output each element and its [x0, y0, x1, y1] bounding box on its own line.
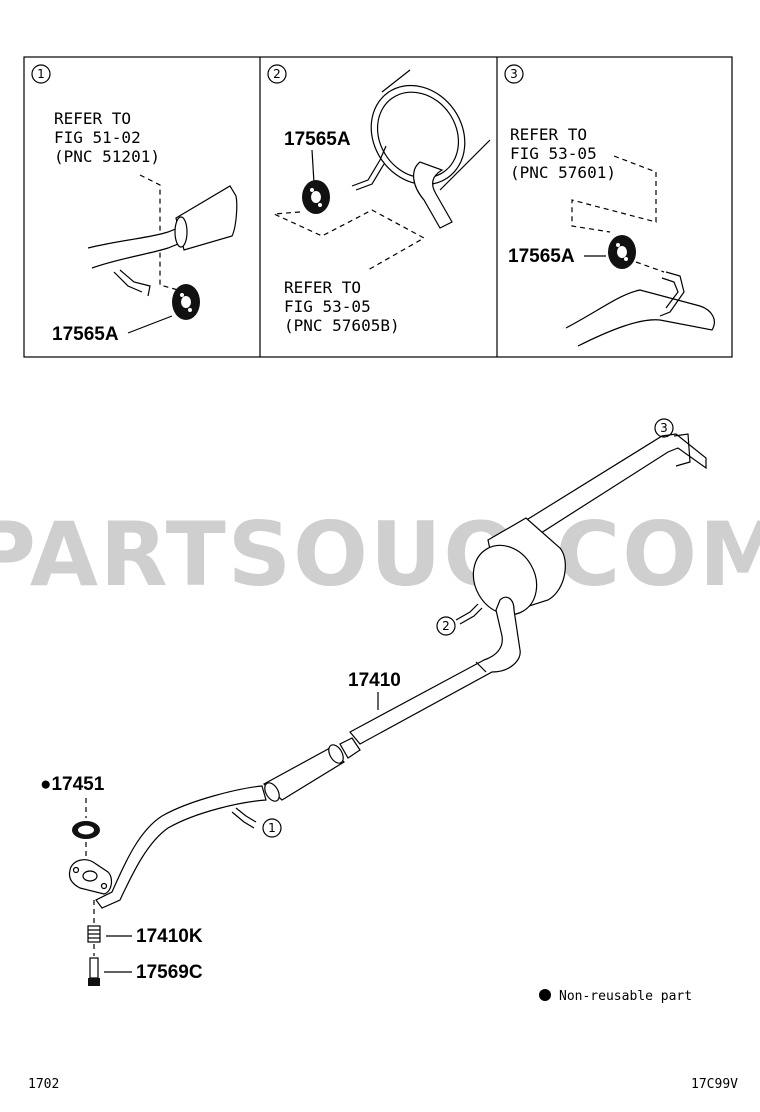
- inset-1: 1 REFER TO FIG 51-02 (PNC 51201) 17565A: [31, 64, 238, 345]
- legend: Non-reusable part: [539, 989, 692, 1004]
- inset-3-refer-line-2: FIG 53-05: [510, 144, 597, 163]
- gasket-17451: [72, 821, 100, 839]
- center-pipe-rear: [349, 596, 521, 745]
- inset-3-refer-line-1: REFER TO: [510, 125, 587, 144]
- callout-1-number: 1: [268, 821, 276, 835]
- tail-pipe: [519, 433, 707, 541]
- footer-left-code: 1702: [28, 1077, 59, 1092]
- bolt-17569C: [88, 957, 100, 986]
- inset-2-part-leader: [311, 149, 315, 184]
- legend-text: Non-reusable part: [559, 989, 692, 1004]
- part-label-17569C: 17569C: [136, 962, 203, 983]
- non-reusable-bullet-icon: [539, 989, 551, 1001]
- front-pipe: [95, 785, 267, 909]
- inset-2-refer-leader: [271, 209, 426, 271]
- inset-3-hanger-icon: [608, 235, 636, 269]
- inset-3-number: 3: [510, 67, 518, 81]
- inset-2-hanger-icon: [302, 180, 330, 214]
- watermark: PARTSOUQ.COM: [0, 503, 760, 606]
- front-flange: [68, 859, 113, 895]
- callout-2: 2: [436, 603, 483, 636]
- inset-1-pipe-drawing: [87, 185, 238, 297]
- inset-1-part-leader: [127, 315, 173, 334]
- inset-3-pipe-drawing: [565, 271, 715, 347]
- inset-2-number-badge: [267, 64, 287, 84]
- inset-2-refer-line-1: REFER TO: [284, 278, 361, 297]
- part-label-17451: ●17451: [40, 774, 105, 795]
- spring-17410K: [87, 925, 101, 943]
- callout-3-number: 3: [660, 421, 668, 435]
- callout-2-number: 2: [442, 619, 450, 633]
- inset-1-hanger-icon: [172, 284, 200, 320]
- inset-3-refer-leader: [571, 155, 657, 233]
- inset-3-part-label: 17565A: [508, 246, 575, 267]
- inset-3: 3 REFER TO FIG 53-05 (PNC 57601) 17565A: [504, 64, 715, 347]
- inset-3-hanger-leader: [635, 261, 665, 273]
- inset-2-number: 2: [273, 67, 281, 81]
- part-label-17410K: 17410K: [136, 926, 203, 947]
- inset-1-refer-line-1: REFER TO: [54, 109, 131, 128]
- inset-2-muffler-drawing: [351, 69, 491, 229]
- inset-2: 2 17565A REFER TO FIG 53-05 (PNC 57605B): [267, 64, 491, 335]
- main-exhaust-drawing: [68, 433, 707, 909]
- inset-1-refer-line-2: FIG 51-02: [54, 128, 141, 147]
- inset-3-refer-line-3: (PNC 57601): [510, 163, 616, 182]
- inset-2-refer-line-3: (PNC 57605B): [284, 316, 400, 335]
- inset-1-number: 1: [37, 67, 45, 81]
- callout-3: 3: [654, 418, 674, 438]
- inset-1-part-label: 17565A: [52, 324, 119, 345]
- resonator: [262, 737, 361, 802]
- part-label-17410: 17410: [348, 670, 401, 691]
- footer-right-code: 17C99V: [691, 1077, 738, 1092]
- inset-3-number-badge: [504, 64, 524, 84]
- main-muffler: [472, 517, 566, 616]
- inset-frame: [23, 56, 733, 358]
- callout-1: 1: [262, 818, 282, 838]
- inset-2-refer-line-2: FIG 53-05: [284, 297, 371, 316]
- inset-1-refer-line-3: (PNC 51201): [54, 147, 160, 166]
- inset-2-part-label: 17565A: [284, 129, 351, 150]
- inset-1-number-badge: [31, 64, 51, 84]
